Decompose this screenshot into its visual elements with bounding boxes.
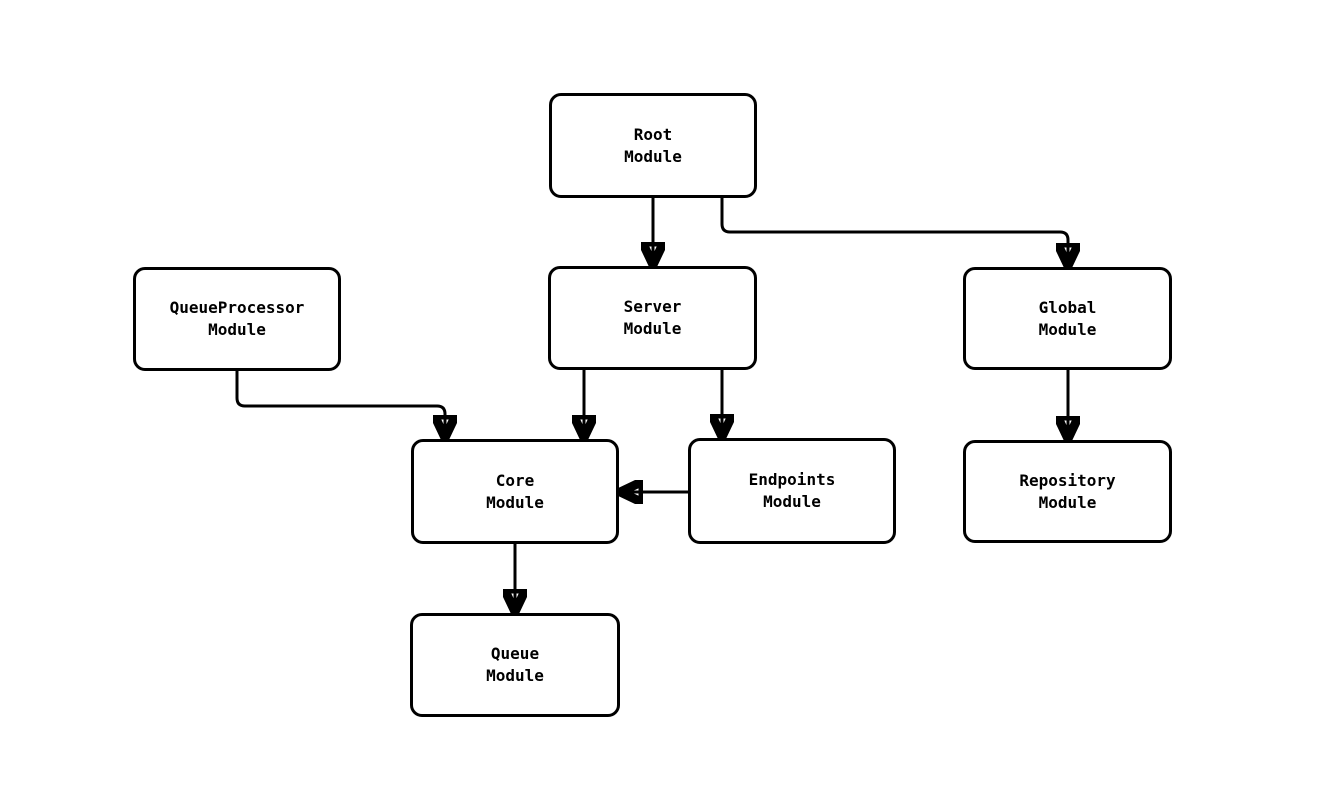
node-label-line: Module <box>623 319 682 338</box>
node-root-module: Root Module <box>549 93 757 198</box>
node-label-line: Endpoints <box>748 470 836 489</box>
node-label-line: Repository <box>1019 470 1116 490</box>
node-label-line: Queue <box>490 644 540 663</box>
edge-queueprocessor-to-core <box>235 371 445 433</box>
node-server-module: Server Module <box>548 266 757 370</box>
node-label-line: Module <box>1038 492 1097 512</box>
node-label-line: Root <box>633 124 673 144</box>
node-label-line: Module <box>486 492 544 512</box>
node-label-line: Module <box>486 666 544 685</box>
node-global-module: Global Module <box>963 267 1172 370</box>
node-endpoints-module: Endpoints Module <box>688 438 896 544</box>
node-repository-module: Repository Module <box>963 440 1172 543</box>
node-label-line: QueueProcessor <box>169 298 305 317</box>
node-queue-module: Queue Module <box>410 613 620 717</box>
node-core-module: Core Module <box>411 439 619 544</box>
node-queueprocessor-module: QueueProcessor Module <box>133 267 341 371</box>
node-label-line: Module <box>208 320 266 339</box>
node-label-line: Global <box>1038 297 1097 317</box>
node-label-line: Module <box>1038 319 1097 339</box>
node-label-line: Core <box>495 470 535 490</box>
node-label-line: Server <box>623 297 682 316</box>
edge-root-to-global <box>720 198 1068 261</box>
node-label-line: Module <box>763 492 821 511</box>
node-label-line: Module <box>624 146 682 166</box>
